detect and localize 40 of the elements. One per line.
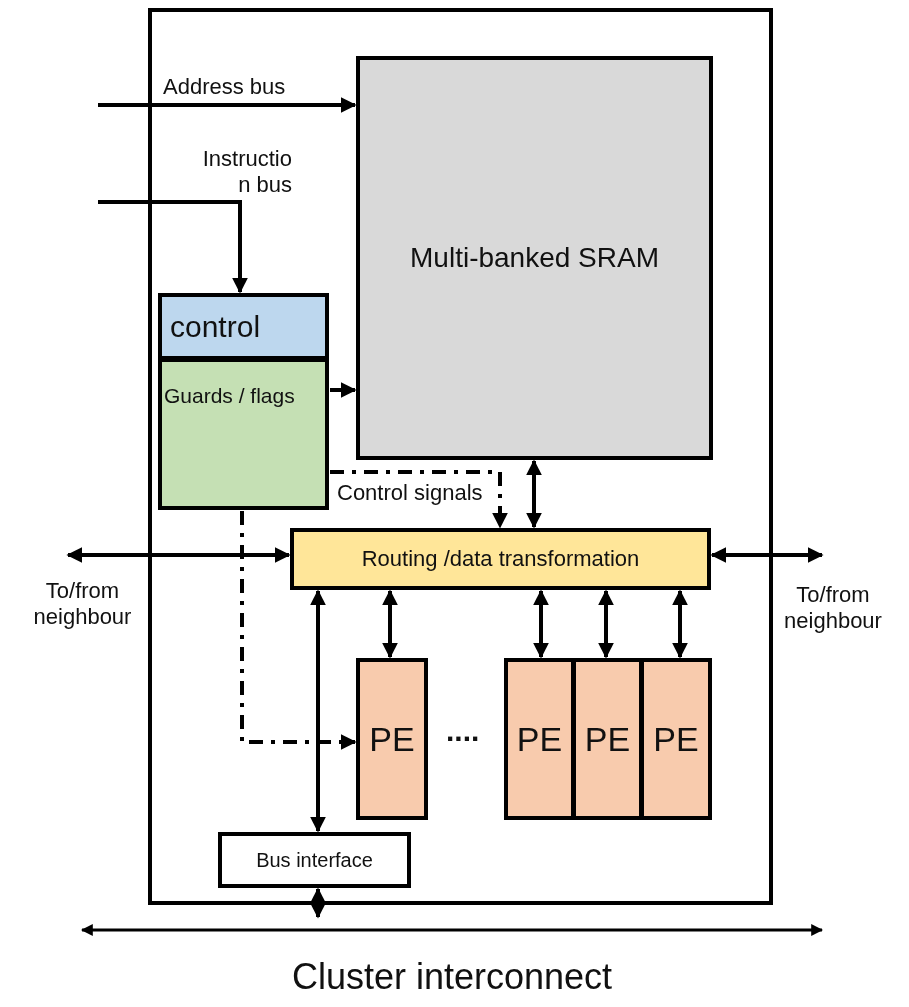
arrow	[98, 200, 248, 294]
block-label: Routing /data transformation	[361, 546, 640, 572]
block-label: control	[170, 309, 261, 344]
memory-block	[356, 56, 713, 460]
arrow	[710, 547, 824, 563]
pe-block	[504, 658, 575, 820]
bus-label: Cluster interconnect	[291, 956, 613, 998]
edge-label: Control signals	[337, 480, 484, 506]
arrow	[310, 887, 326, 919]
pe-block	[640, 658, 712, 820]
arrow	[598, 589, 614, 659]
guard-block	[158, 358, 329, 510]
block-label: Multi-banked SRAM	[410, 242, 659, 274]
edge-label: Instructio n bus	[201, 146, 292, 198]
pe-label: PE	[516, 719, 563, 759]
arrow	[310, 589, 326, 833]
arrow	[66, 547, 291, 563]
arrow	[672, 589, 688, 659]
arrow	[526, 459, 542, 529]
control-block	[158, 293, 329, 360]
pe-label: PE	[584, 719, 631, 759]
cluster-box	[148, 8, 773, 905]
block-label: Guards / flags	[164, 384, 295, 408]
arrow	[533, 589, 549, 659]
block-label: Bus interface	[256, 848, 373, 872]
pe-block	[572, 658, 643, 820]
ellipsis: ....	[446, 718, 480, 744]
pe-label: PE	[369, 719, 415, 759]
interface-block	[218, 832, 411, 888]
pe-label: PE	[653, 719, 699, 759]
arrow	[330, 470, 508, 529]
edge-label: Address bus	[163, 74, 287, 100]
edge-label: To/from neighbour	[783, 582, 883, 634]
pe-block	[356, 658, 428, 820]
arrow	[98, 97, 357, 113]
arrow	[382, 589, 398, 659]
arrow	[330, 382, 357, 398]
edge-label: To/from neighbour	[32, 578, 133, 630]
routing-block	[290, 528, 711, 590]
arrow	[240, 511, 357, 750]
